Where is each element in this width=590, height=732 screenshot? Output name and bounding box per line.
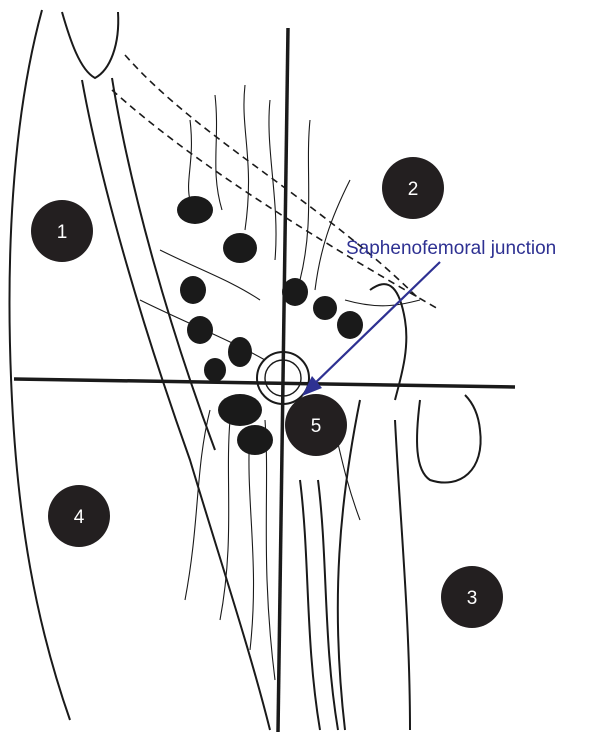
gracilis-contour xyxy=(338,400,360,730)
region-badge-3: 3 xyxy=(441,566,503,628)
badge-label: 3 xyxy=(467,588,478,609)
lymph-node xyxy=(218,394,262,426)
lymph-vessel xyxy=(249,430,254,650)
callout-arrow-line xyxy=(310,262,440,388)
badge-label: 1 xyxy=(57,222,68,243)
great-saphenous-vein-lower-2 xyxy=(318,480,338,730)
lymph-node xyxy=(180,276,206,304)
thigh-lateral-contour xyxy=(10,10,70,720)
lymph-vessel xyxy=(215,95,222,210)
lymph-vessel xyxy=(220,420,230,620)
callout-label: Saphenofemoral junction xyxy=(346,238,556,259)
lymph-node xyxy=(223,233,257,263)
badge-label: 4 xyxy=(74,507,85,528)
lymph-node xyxy=(337,311,363,339)
lymph-node xyxy=(187,316,213,344)
vertical-axis-line xyxy=(278,28,288,732)
lymph-node xyxy=(237,425,273,455)
region-badge-4: 4 xyxy=(48,485,110,547)
badge-label: 5 xyxy=(311,416,322,437)
lymph-vessel xyxy=(265,420,275,680)
region-badge-5: 5 xyxy=(285,394,347,456)
lymph-node xyxy=(228,337,252,367)
lymph-node xyxy=(177,196,213,224)
adductor-contour xyxy=(395,420,410,730)
lymph-vessel xyxy=(185,410,210,600)
lymph-vessel xyxy=(345,300,420,306)
great-saphenous-vein-lower xyxy=(300,480,320,730)
region-badge-1: 1 xyxy=(31,200,93,262)
iliac-crest-contour xyxy=(62,12,118,78)
lymph-node xyxy=(313,296,337,320)
spermatic-cord-contour xyxy=(370,284,406,400)
lymph-node xyxy=(204,358,226,382)
region-badge-2: 2 xyxy=(382,157,444,219)
scrotum-contour xyxy=(417,395,481,483)
lymph-vessel xyxy=(315,180,350,290)
badge-label: 2 xyxy=(408,179,419,200)
lymph-vessel xyxy=(189,120,192,200)
